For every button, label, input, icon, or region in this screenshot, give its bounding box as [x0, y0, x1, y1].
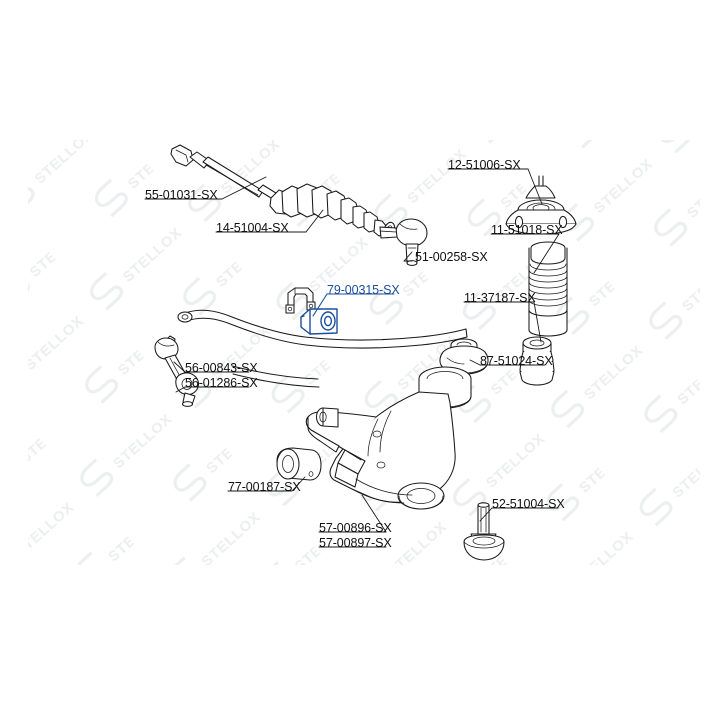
part-control-arm-front-bush — [276, 447, 322, 481]
part-label[interactable]: 56-00843-SX — [185, 361, 258, 375]
part-label[interactable]: 56-01286-SX — [185, 376, 258, 390]
part-label[interactable]: 11-51018-SX — [491, 223, 563, 237]
part-outer-tie-rod-end — [379, 218, 428, 266]
part-stabilizer-bar — [177, 309, 468, 388]
part-steering-rack-boot — [269, 183, 396, 239]
part-label[interactable]: 52-51004-SX — [492, 497, 565, 511]
part-bump-stop-buffer — [519, 336, 555, 386]
part-label[interactable]: 87-51024-SX — [480, 354, 553, 368]
part-stabilizer-link — [154, 335, 199, 407]
leader-lines-layer — [144, 168, 560, 548]
part-track-control-arm — [305, 366, 472, 510]
part-strut-support-mount — [505, 175, 577, 235]
part-label[interactable]: 55-01031-SX — [145, 188, 218, 202]
part-stabilizer-bar-bushing-highlighted — [300, 308, 338, 335]
watermark-layer — [28, 140, 700, 565]
part-label[interactable]: 57-00897-SX — [319, 536, 392, 550]
part-label[interactable]: 77-00187-SX — [228, 480, 301, 494]
part-stabilizer-clamp-bracket — [285, 287, 316, 314]
part-label[interactable]: 14-51004-SX — [216, 221, 289, 235]
part-label[interactable]: 11-37187-SX — [464, 291, 536, 305]
part-label[interactable]: 51-00258-SX — [415, 250, 488, 264]
part-label-highlighted[interactable]: 79-00315-SX — [327, 283, 400, 297]
part-label[interactable]: 57-00896-SX — [319, 521, 392, 535]
part-label[interactable]: 12-51006-SX — [448, 158, 521, 172]
